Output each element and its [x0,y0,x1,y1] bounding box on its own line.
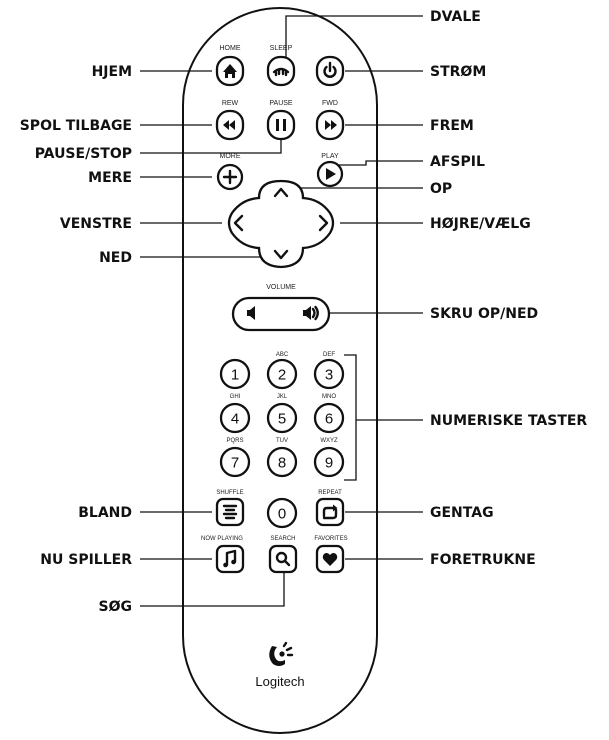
key-4-label: 4 [231,411,239,428]
callout-gentag: GENTAG [430,505,494,521]
key-8[interactable]: 8 [266,446,298,478]
key-4[interactable]: 4 [219,402,251,434]
repeat-button[interactable] [315,497,345,527]
key-0-label: 0 [278,506,286,523]
label-tuv: TUV [276,438,288,444]
sleep-icon [272,67,290,77]
label-rew: REW [222,100,239,107]
callout-dvale: DVALE [430,9,481,25]
more-button[interactable] [216,163,244,191]
callout-spol-tilbage: SPOL TILBAGE [20,118,132,134]
callout-hjem: HJEM [92,64,132,80]
label-pqrs: PQRS [226,438,243,444]
callout-lines [140,15,423,607]
fast-forward-icon [325,120,337,130]
callout-venstre: VENSTRE [60,216,132,232]
label-shuffle: SHUFFLE [216,490,243,496]
key-1-label: 1 [231,367,239,384]
label-play: PLAY [321,153,339,160]
fwd-button[interactable] [315,109,345,141]
shuffle-icon [222,504,238,520]
home-button[interactable] [215,55,245,87]
callout-skru-op-ned: SKRU OP/NED [430,306,538,322]
key-6-label: 6 [325,411,333,428]
label-favorites: FAVORITES [314,536,347,542]
pause-button[interactable] [266,109,296,141]
label-home: HOME [220,45,241,52]
callout-pause-stop: PAUSE/STOP [35,146,132,162]
chevron-left-icon[interactable] [233,214,244,232]
callout-numeriske-taster: NUMERISKE TASTER [430,413,587,429]
volume-rocker[interactable] [231,296,331,332]
callout-strom: STRØM [430,64,486,80]
rewind-icon [223,120,235,130]
plus-icon [222,169,238,185]
key-6[interactable]: 6 [313,402,345,434]
home-icon [223,64,237,78]
key-9-label: 9 [325,455,333,472]
callout-foretrukne: FORETRUKNE [430,552,536,568]
key-7-label: 7 [231,455,239,472]
label-pause: PAUSE [269,100,293,107]
key-9[interactable]: 9 [313,446,345,478]
heart-icon [322,552,338,566]
power-button[interactable] [315,55,345,87]
sleep-button[interactable] [266,55,296,87]
callout-op: OP [430,181,452,197]
key-8-label: 8 [278,455,286,472]
music-note-icon [223,549,237,568]
label-more: MORE [220,153,241,160]
callout-hojre-vaelg: HØJRE/VÆLG [430,216,531,232]
label-ghi: GHI [230,394,241,400]
search-icon [275,551,291,567]
play-button[interactable] [316,160,344,188]
callout-ned: NED [99,250,132,266]
label-jkl: JKL [277,394,288,400]
label-repeat: REPEAT [318,490,342,496]
power-icon [323,61,337,78]
label-mno: MNO [322,394,336,400]
callout-frem: FREM [430,118,474,134]
callout-bland: BLAND [78,505,132,521]
label-volume: VOLUME [266,284,296,291]
callout-sog: SØG [99,599,132,615]
key-5[interactable]: 5 [266,402,298,434]
label-sleep: SLEEP [270,45,293,52]
label-now-playing: NOW PLAYING [201,536,243,542]
label-fwd: FWD [322,100,338,107]
key-1[interactable]: 1 [219,358,251,390]
key-3-label: 3 [325,367,333,384]
label-def: DEF [323,352,335,358]
key-5-label: 5 [278,411,286,428]
repeat-icon [322,504,338,520]
logitech-eye-icon [269,641,294,666]
callout-nu-spiller: NU SPILLER [40,552,132,568]
favorites-button[interactable] [315,544,345,574]
volume-up-icon [303,305,319,321]
callout-afspil: AFSPIL [430,154,485,170]
chevron-up-icon[interactable] [273,187,289,198]
key-0[interactable]: 0 [266,497,298,529]
key-2[interactable]: 2 [266,358,298,390]
now-playing-button[interactable] [215,544,245,574]
logitech-logo: Logitech [255,641,305,689]
rew-button[interactable] [215,109,245,141]
key-7[interactable]: 7 [219,446,251,478]
label-abc: ABC [276,352,289,358]
key-2-label: 2 [278,367,286,384]
search-button[interactable] [268,544,298,574]
volume-down-icon [247,306,255,320]
pause-icon [276,119,286,131]
chevron-down-icon[interactable] [273,249,289,260]
label-search: SEARCH [270,536,295,542]
chevron-right-icon[interactable] [318,214,329,232]
callout-mere: MERE [88,170,132,186]
label-wxyz: WXYZ [320,438,338,444]
dpad[interactable] [227,179,335,269]
key-3[interactable]: 3 [313,358,345,390]
shuffle-button[interactable] [215,497,245,527]
play-icon [326,168,336,180]
logitech-wordmark: Logitech [255,674,304,689]
